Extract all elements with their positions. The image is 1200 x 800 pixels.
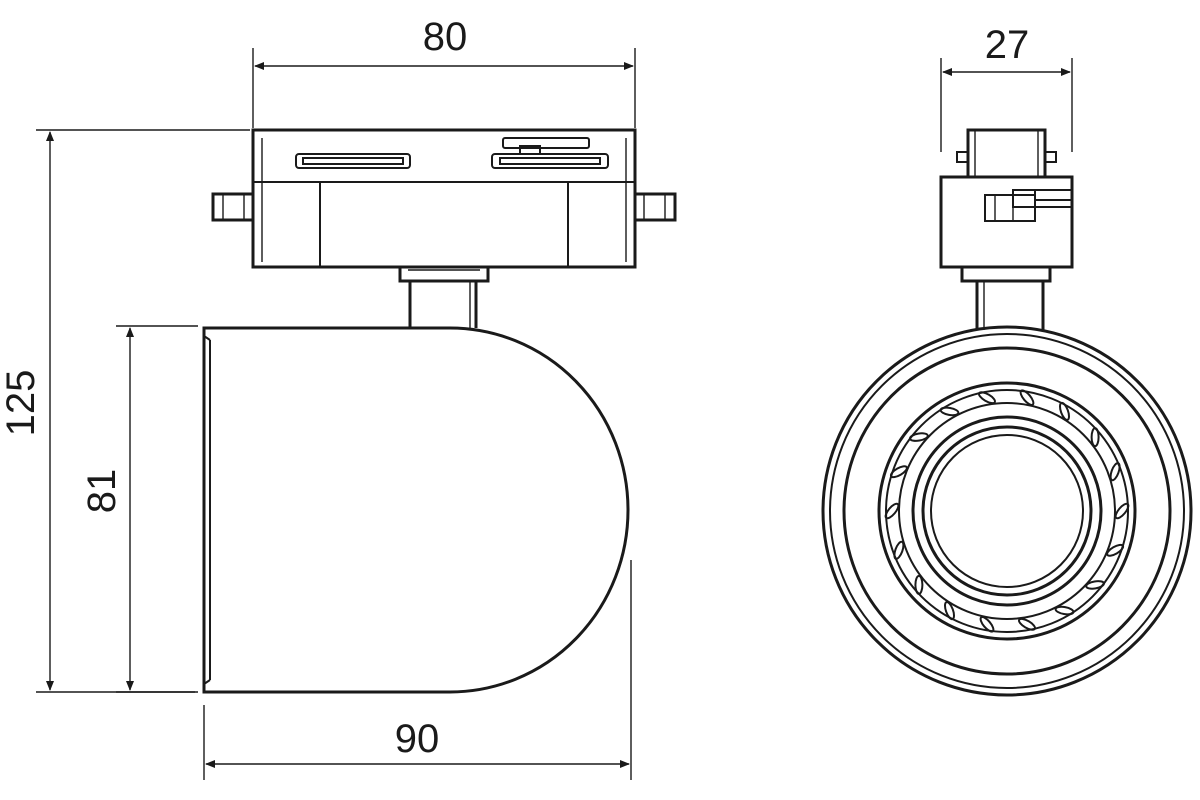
- dimension-90: 90: [203, 560, 632, 780]
- cooling-fin: [893, 540, 905, 560]
- dimension-label-81: 81: [80, 469, 124, 514]
- track-adapter-front: [939, 128, 1074, 269]
- stem-front: [960, 265, 1052, 330]
- cooling-fin: [1058, 401, 1071, 421]
- cooling-fin: [1019, 389, 1035, 406]
- stem: [398, 265, 490, 328]
- cooling-fin: [909, 432, 929, 442]
- cooling-fin: [889, 465, 908, 479]
- cooling-fin: [1018, 617, 1036, 631]
- lamp-head-front: [821, 325, 1193, 697]
- dimension-80: 80: [252, 15, 636, 128]
- lamp-head-side: [202, 326, 630, 694]
- cooling-fin: [1109, 462, 1121, 482]
- cooling-fin: [914, 574, 924, 595]
- dimension-label-27: 27: [985, 23, 1030, 67]
- cooling-fin: [1090, 427, 1100, 448]
- cooling-fin: [1085, 580, 1105, 590]
- cooling-fin: [1054, 605, 1075, 616]
- cooling-fin: [884, 502, 900, 520]
- front-view: [821, 128, 1193, 697]
- track-adapter: [211, 128, 677, 269]
- cooling-fin: [1106, 543, 1125, 557]
- dimension-81: 81: [80, 325, 198, 693]
- dimension-125: 125: [0, 129, 250, 693]
- dimension-label-125: 125: [0, 370, 43, 437]
- cooling-fin: [1114, 502, 1130, 520]
- cooling-fin: [978, 391, 996, 405]
- side-view: [202, 128, 677, 694]
- cooling-fins: [884, 389, 1130, 633]
- cooling-fin: [939, 406, 960, 417]
- cooling-fin: [979, 616, 995, 633]
- dimension-label-80: 80: [423, 15, 468, 59]
- cooling-fin: [943, 601, 956, 621]
- dimension-27: 27: [940, 23, 1073, 152]
- dimension-label-90: 90: [395, 717, 440, 761]
